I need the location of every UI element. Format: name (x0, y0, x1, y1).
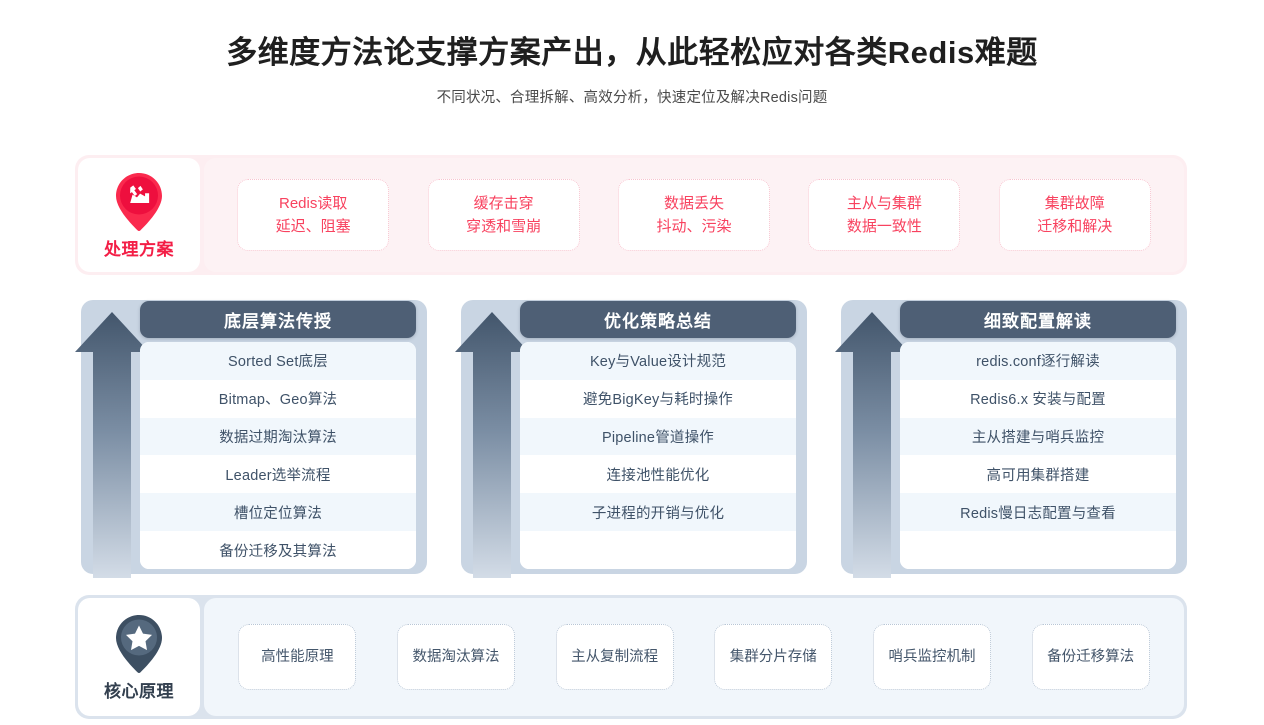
solution-chip[interactable]: 缓存击穿 穿透和雪崩 (427, 179, 580, 251)
list-item[interactable]: 备份迁移及其算法 (140, 531, 416, 569)
column-title: 细致配置解读 (900, 301, 1176, 338)
principle-chip[interactable]: 高性能原理 (238, 624, 357, 690)
list-item[interactable]: 主从搭建与哨兵监控 (900, 417, 1176, 456)
list-item[interactable]: Bitmap、Geo算法 (140, 379, 416, 418)
chip-line-1: 主从复制流程 (571, 648, 659, 665)
column-list: Key与Value设计规范 避免BigKey与耗时操作 Pipeline管道操作… (520, 342, 796, 569)
solution-chip[interactable]: 集群故障 迁移和解决 (998, 179, 1151, 251)
list-item-empty (900, 531, 1176, 569)
list-item[interactable]: 连接池性能优化 (520, 455, 796, 494)
page-subtitle: 不同状况、合理拆解、高效分析，快速定位及解决Redis问题 (436, 89, 828, 106)
principle-chip[interactable]: 备份迁移算法 (1031, 624, 1150, 690)
list-item[interactable]: 避免BigKey与耗时操作 (520, 379, 796, 418)
list-item[interactable]: 子进程的开销与优化 (520, 493, 796, 532)
chip-line-1: 集群故障 (1044, 194, 1105, 212)
list-item[interactable]: Redis6.x 安装与配置 (900, 379, 1176, 418)
solution-chip[interactable]: 主从与集群 数据一致性 (808, 179, 961, 251)
chip-line-1: 高性能原理 (261, 648, 334, 665)
column-list: redis.conf逐行解读 Redis6.x 安装与配置 主从搭建与哨兵监控 … (900, 342, 1176, 569)
chip-line-2: 数据一致性 (846, 218, 922, 235)
chip-line-1: 缓存击穿 (473, 194, 534, 212)
header: 多维度方法论支撑方案产出，从此轻松应对各类Redis难题 不同状况、合理拆解、高… (0, 0, 1264, 107)
principle-chip[interactable]: 集群分片存储 (714, 624, 833, 690)
chip-line-2: 迁移和解决 (1037, 218, 1113, 235)
pillar-column: 底层算法传授 Sorted Set底层 Bitmap、Geo算法 数据过期淘汰算… (75, 292, 427, 582)
up-arrow-icon (75, 300, 183, 578)
list-item[interactable]: Redis慢日志配置与查看 (900, 493, 1176, 532)
list-item[interactable]: Pipeline管道操作 (520, 417, 796, 456)
list-item[interactable]: 数据过期淘汰算法 (140, 417, 416, 456)
column-title: 底层算法传授 (140, 301, 416, 338)
principle-chip[interactable]: 哨兵监控机制 (872, 624, 991, 690)
page-title: 多维度方法论支撑方案产出，从此轻松应对各类Redis难题 (226, 35, 1038, 70)
chip-line-1: 哨兵监控机制 (888, 648, 976, 665)
up-arrow-icon (455, 300, 563, 578)
solution-band: 处理方案 Redis读取 延迟、阻塞 缓存击穿 穿透和雪崩 数据丢失 抖动、污染… (75, 155, 1187, 275)
solution-badge[interactable]: 处理方案 (78, 158, 200, 272)
list-item[interactable]: redis.conf逐行解读 (900, 342, 1176, 380)
principle-chip-track: 高性能原理 数据淘汰算法 主从复制流程 集群分片存储 哨兵监控机制 备份迁移算法 (204, 598, 1184, 716)
chip-line-2: 穿透和雪崩 (466, 218, 542, 235)
pillar-columns: 底层算法传授 Sorted Set底层 Bitmap、Geo算法 数据过期淘汰算… (75, 292, 1187, 582)
chip-line-2: 抖动、污染 (656, 218, 732, 235)
principle-badge[interactable]: 核心原理 (78, 598, 200, 716)
chip-line-1: 主从与集群 (846, 194, 922, 212)
solution-chip[interactable]: Redis读取 延迟、阻塞 (237, 179, 390, 251)
solution-chip-track: Redis读取 延迟、阻塞 缓存击穿 穿透和雪崩 数据丢失 抖动、污染 主从与集… (204, 158, 1184, 272)
chip-line-1: 数据淘汰算法 (412, 648, 500, 665)
chip-line-1: 集群分片存储 (729, 648, 817, 665)
tools-map-pin-icon (112, 171, 166, 233)
list-item-empty (520, 531, 796, 569)
principle-chip[interactable]: 数据淘汰算法 (396, 624, 515, 690)
solution-chip[interactable]: 数据丢失 抖动、污染 (617, 179, 770, 251)
column-list: Sorted Set底层 Bitmap、Geo算法 数据过期淘汰算法 Leade… (140, 342, 416, 569)
column-title: 优化策略总结 (520, 301, 796, 338)
chip-line-1: 备份迁移算法 (1047, 648, 1135, 665)
principle-badge-label: 核心原理 (104, 681, 174, 701)
list-item[interactable]: Leader选举流程 (140, 455, 416, 494)
list-item[interactable]: Sorted Set底层 (140, 342, 416, 380)
pillar-column: 优化策略总结 Key与Value设计规范 避免BigKey与耗时操作 Pipel… (455, 292, 807, 582)
list-item[interactable]: 槽位定位算法 (140, 493, 416, 532)
principle-chip[interactable]: 主从复制流程 (555, 624, 674, 690)
chip-line-2: 延迟、阻塞 (275, 218, 351, 235)
list-item[interactable]: Key与Value设计规范 (520, 342, 796, 380)
pillar-column: 细致配置解读 redis.conf逐行解读 Redis6.x 安装与配置 主从搭… (835, 292, 1187, 582)
up-arrow-icon (835, 300, 943, 578)
principle-band: 核心原理 高性能原理 数据淘汰算法 主从复制流程 集群分片存储 哨兵监控机制 备… (75, 595, 1187, 719)
list-item[interactable]: 高可用集群搭建 (900, 455, 1176, 494)
chip-line-1: Redis读取 (279, 194, 348, 212)
star-map-pin-icon (112, 613, 166, 675)
solution-badge-label: 处理方案 (104, 239, 174, 259)
chip-line-1: 数据丢失 (663, 194, 724, 212)
